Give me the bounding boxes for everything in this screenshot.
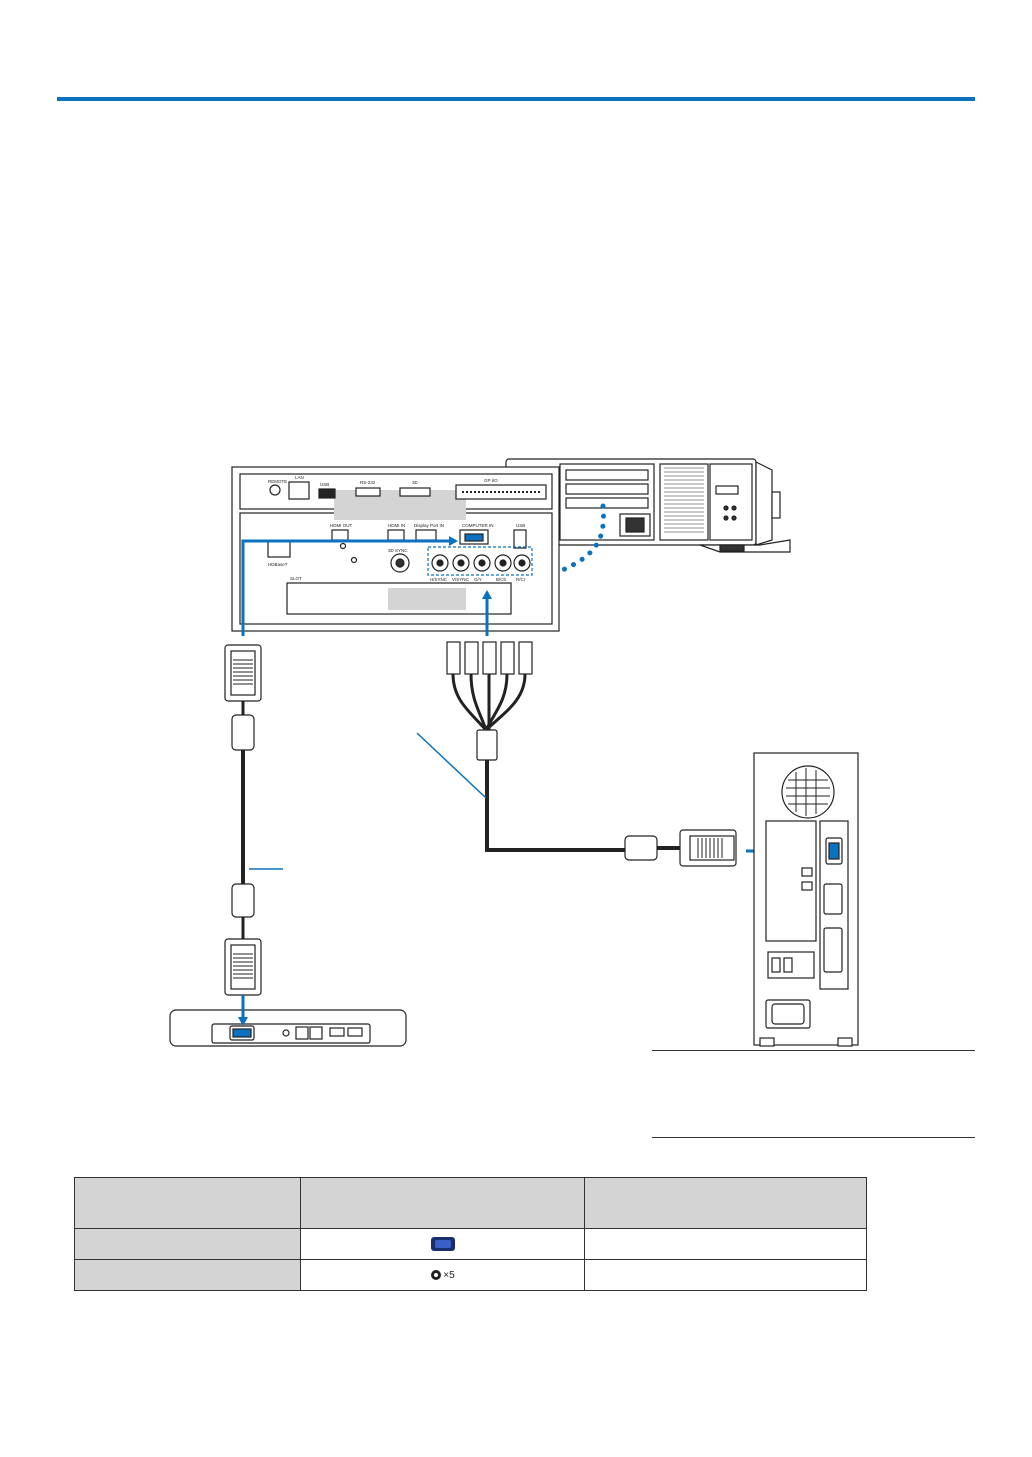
- table-cell: [584, 1228, 867, 1260]
- svg-text:V/SYNC: V/SYNC: [452, 577, 470, 582]
- svg-text:HDMI OUT: HDMI OUT: [330, 523, 352, 528]
- svg-text:R/Cr: R/Cr: [516, 577, 526, 582]
- note-bottom-rule: [652, 1137, 975, 1138]
- svg-text:COMPUTER IN: COMPUTER IN: [462, 523, 494, 528]
- svg-text:3D: 3D: [412, 480, 419, 485]
- vga-port-icon: [430, 1237, 455, 1251]
- svg-text:H/SYNC: H/SYNC: [430, 577, 448, 582]
- note-top-rule: [652, 1050, 975, 1051]
- svg-text:HDMI IN: HDMI IN: [388, 523, 405, 528]
- svg-text:USB: USB: [516, 523, 525, 528]
- table-row: ×5: [74, 1259, 867, 1291]
- svg-text:SLOT: SLOT: [290, 576, 302, 581]
- svg-text:G/Y: G/Y: [474, 577, 482, 582]
- zoom-callout-dots: [555, 503, 606, 575]
- projector-illustration: [505, 458, 791, 553]
- table-row: [74, 1228, 867, 1260]
- vga-cable: [224, 644, 262, 996]
- bnc-cable-callout: [416, 732, 487, 799]
- svg-text:USB: USB: [320, 482, 329, 487]
- svg-text:3D SYNC: 3D SYNC: [388, 548, 408, 553]
- table-cell: [300, 1177, 585, 1229]
- rear-panel-labels: REMOTE LAN USB RS-232 3D GP I/O HDMI OUT…: [268, 475, 526, 582]
- table-cell: [584, 1177, 867, 1229]
- laptop-illustration: [169, 1009, 407, 1047]
- multiplier-text: ×5: [443, 1269, 455, 1281]
- table-cell: [74, 1177, 301, 1229]
- svg-text:Display Port IN: Display Port IN: [414, 523, 444, 528]
- svg-text:B/Cb: B/Cb: [496, 577, 507, 582]
- desktop-computer-illustration: [753, 752, 859, 1047]
- table-cell: [584, 1259, 867, 1291]
- vga-to-computer-in-arrow: [241, 536, 458, 636]
- table-header-row: [74, 1177, 867, 1229]
- svg-text:HDBaseT: HDBaseT: [268, 562, 288, 567]
- header-rule: [57, 97, 975, 101]
- svg-text:REMOTE: REMOTE: [268, 479, 287, 484]
- bnc-connector-icon: [431, 1270, 442, 1281]
- rear-panel: [231, 466, 560, 632]
- connection-table: ×5: [74, 1177, 867, 1291]
- table-cell: [74, 1228, 301, 1260]
- bnc-cable: [446, 641, 737, 867]
- table-cell: [74, 1259, 301, 1291]
- table-cell: ×5: [300, 1259, 585, 1291]
- svg-text:RS-232: RS-232: [360, 480, 376, 485]
- svg-text:GP I/O: GP I/O: [484, 478, 498, 483]
- table-cell: [300, 1228, 585, 1260]
- svg-text:LAN: LAN: [295, 475, 304, 480]
